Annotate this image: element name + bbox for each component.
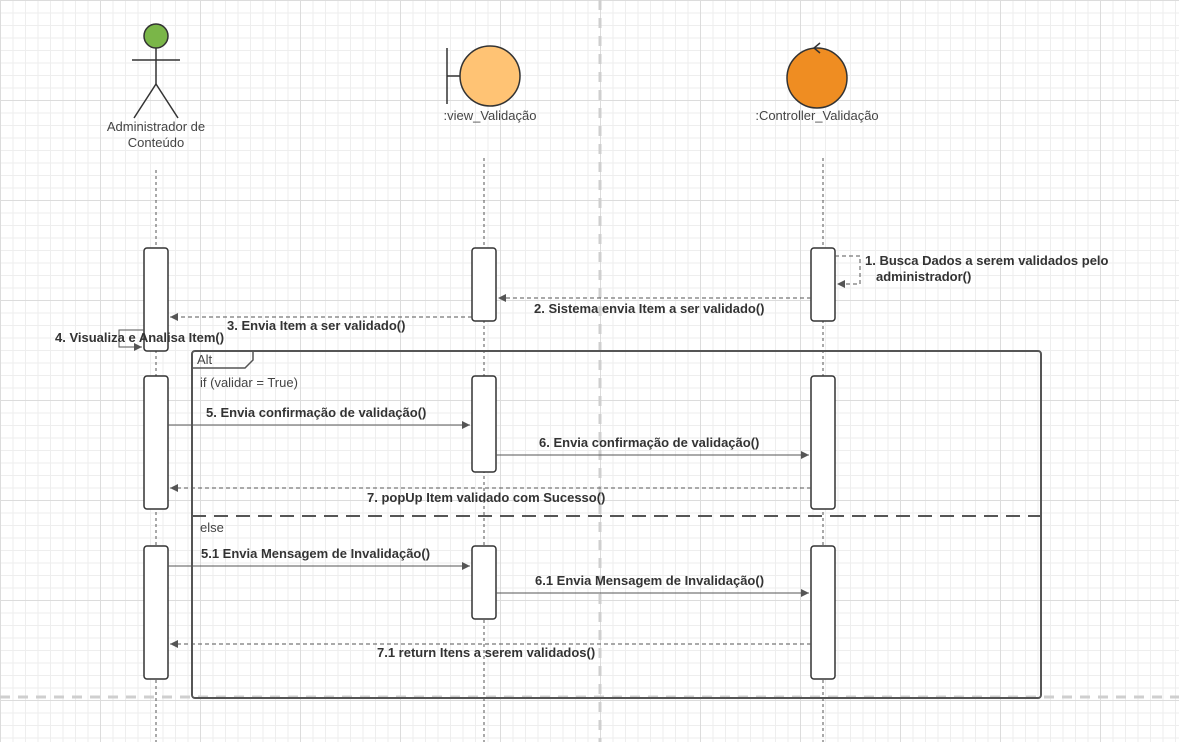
message-7-1-label: 7.1 return Itens a serem validados() xyxy=(377,645,595,660)
activation-admin-3[interactable] xyxy=(143,545,169,680)
activation-bars xyxy=(143,247,836,680)
message-3[interactable]: 3. Envia Item a ser validado() xyxy=(170,313,472,333)
activation-controller-2[interactable] xyxy=(810,375,836,510)
message-3-label: 3. Envia Item a ser validado() xyxy=(227,318,405,333)
message-5-1-label: 5.1 Envia Mensagem de Invalidação() xyxy=(201,546,430,561)
participant-controller-label: :Controller_Validação xyxy=(755,108,878,123)
alt-operator-label: Alt xyxy=(197,352,213,367)
message-2-label: 2. Sistema envia Item a ser validado() xyxy=(534,301,765,316)
activation-view-2[interactable] xyxy=(471,375,497,473)
participant-view-label: :view_Validação xyxy=(444,108,537,123)
message-6-label: 6. Envia confirmação de validação() xyxy=(539,435,759,450)
activation-admin-2[interactable] xyxy=(143,375,169,510)
participant-admin[interactable]: Administrador de Conteúdo xyxy=(107,23,205,150)
alt-else-label: else xyxy=(200,520,224,535)
participant-admin-label-line2: Conteúdo xyxy=(128,135,184,150)
message-1-label-line1: 1. Busca Dados a serem validados pelo xyxy=(865,253,1109,268)
message-1-label-line2: administrador() xyxy=(876,269,971,284)
message-5[interactable]: 5. Envia confirmação de validação() xyxy=(168,405,470,429)
participant-admin-label-line1: Administrador de xyxy=(107,119,205,134)
message-7[interactable]: 7. popUp Item validado com Sucesso() xyxy=(170,484,811,505)
activation-controller-1[interactable] xyxy=(810,247,836,322)
message-5-label: 5. Envia confirmação de validação() xyxy=(206,405,426,420)
message-1-arrow xyxy=(835,255,861,288)
alt-fragment[interactable]: Alt if (validar = True) else xyxy=(191,350,1042,699)
alt-guard-condition: if (validar = True) xyxy=(200,375,298,390)
message-2[interactable]: 2. Sistema envia Item a ser validado() xyxy=(498,294,811,316)
activation-view-3[interactable] xyxy=(471,545,497,620)
message-6-1-label: 6.1 Envia Mensagem de Invalidação() xyxy=(535,573,764,588)
alt-frame xyxy=(191,350,1042,699)
activation-view-1[interactable] xyxy=(471,247,497,322)
message-4-arrow xyxy=(118,329,144,351)
actor-icon xyxy=(132,23,180,119)
alt-operator-tab xyxy=(192,351,254,369)
message-4-self[interactable]: 4. Visualiza e Analisa Item() xyxy=(55,329,224,351)
activation-controller-3[interactable] xyxy=(810,545,836,680)
message-5-1[interactable]: 5.1 Envia Mensagem de Invalidação() xyxy=(168,546,470,570)
participant-view[interactable]: :view_Validação xyxy=(444,45,537,123)
activation-admin-1[interactable] xyxy=(143,247,169,352)
message-6[interactable]: 6. Envia confirmação de validação() xyxy=(496,435,809,459)
message-6-1[interactable]: 6.1 Envia Mensagem de Invalidação() xyxy=(496,573,809,597)
message-1-self[interactable]: 1. Busca Dados a serem validados pelo ad… xyxy=(835,253,1109,288)
participant-controller[interactable]: :Controller_Validação xyxy=(755,42,879,123)
message-7-1[interactable]: 7.1 return Itens a serem validados() xyxy=(170,640,811,660)
control-icon xyxy=(786,42,848,109)
message-4-label: 4. Visualiza e Analisa Item() xyxy=(55,330,224,345)
message-7-label: 7. popUp Item validado com Sucesso() xyxy=(367,490,605,505)
boundary-icon xyxy=(446,45,521,107)
